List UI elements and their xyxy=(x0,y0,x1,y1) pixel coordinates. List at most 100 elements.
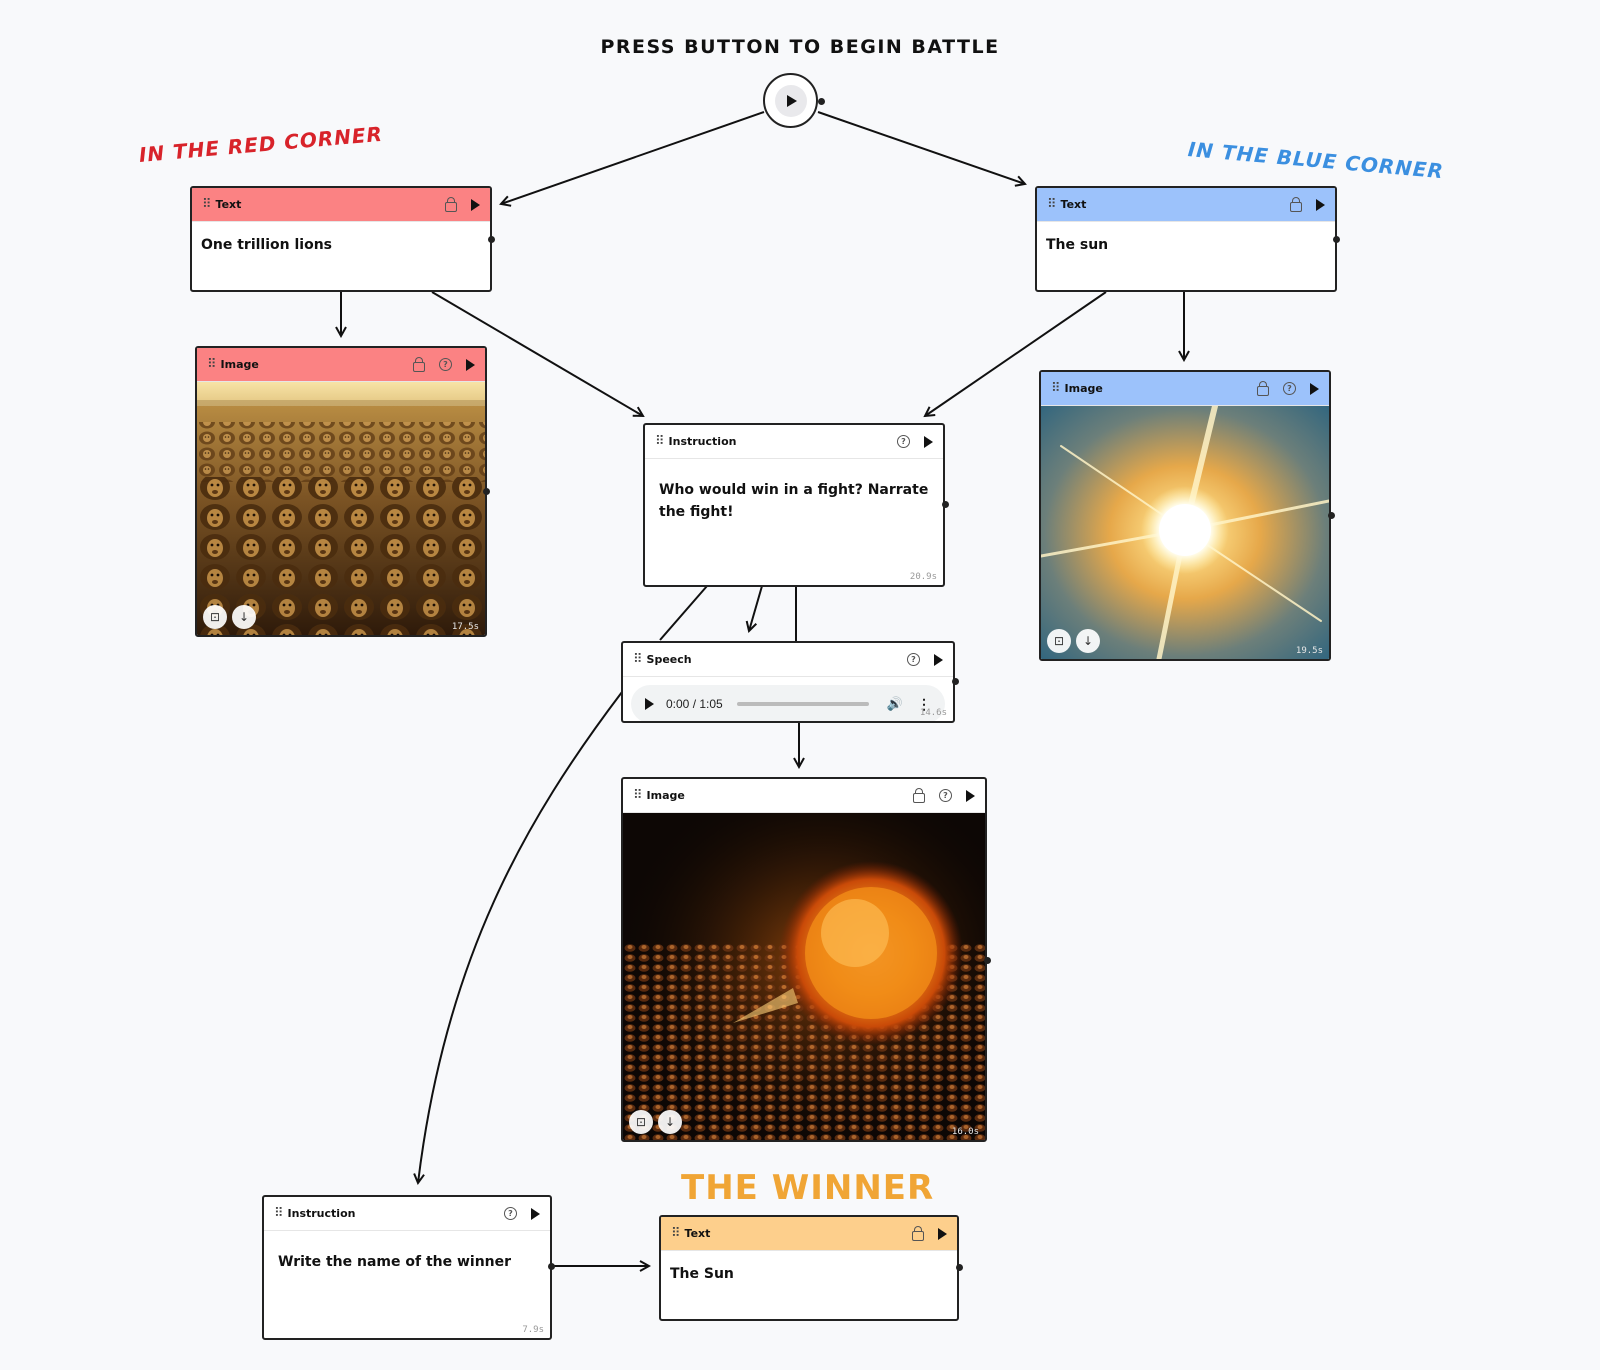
help-icon[interactable]: ? xyxy=(897,435,910,448)
run-time: 7.9s xyxy=(522,1325,544,1335)
winner-text-node[interactable]: ⠿ Text The Sun xyxy=(659,1215,959,1321)
help-icon[interactable]: ? xyxy=(907,653,920,666)
run-button[interactable] xyxy=(531,1207,540,1220)
red-text-output-port[interactable] xyxy=(488,236,495,243)
red-text-node[interactable]: ⠿ Text One trillion lions xyxy=(190,186,492,292)
lock-icon[interactable] xyxy=(413,356,425,372)
node-header: ⠿ Image ? xyxy=(1041,372,1329,406)
run-button[interactable] xyxy=(966,789,975,802)
edge-start-to-blue-text xyxy=(817,111,1025,184)
run-button[interactable] xyxy=(938,1227,947,1240)
run-time: 20.9s xyxy=(909,572,937,582)
node-header: ⠿ Text xyxy=(1037,188,1335,222)
node-content[interactable]: One trillion lions xyxy=(201,237,333,253)
drag-handle-icon[interactable]: ⠿ xyxy=(1051,381,1060,396)
red-image-output-port[interactable] xyxy=(483,488,490,495)
speech-node[interactable]: ⠿ Speech ? 0:00 / 1:05 🔊 ⋮ 14.6s xyxy=(621,641,955,723)
run-button[interactable] xyxy=(471,198,480,211)
run-button[interactable] xyxy=(934,653,943,666)
blue-image-node[interactable]: ⠿ Image ? xyxy=(1039,370,1331,661)
lock-icon[interactable] xyxy=(913,787,925,803)
edge-blue-text-to-instruction xyxy=(925,291,1107,416)
node-type-label: Image xyxy=(220,358,259,371)
node-content[interactable]: The sun xyxy=(1046,237,1109,253)
drag-handle-icon[interactable]: ⠿ xyxy=(633,652,642,667)
node-type-label: Text xyxy=(215,198,242,211)
red-image-node[interactable]: ⠿ Image ? xyxy=(195,346,487,637)
help-icon[interactable]: ? xyxy=(439,358,452,371)
edge-instruction-to-instruction-winner xyxy=(418,585,708,1183)
play-icon xyxy=(531,1207,540,1220)
image-edit-icon[interactable]: ⊡ xyxy=(203,605,227,629)
node-header: ⠿ Image ? xyxy=(623,779,985,813)
play-icon xyxy=(774,84,807,117)
node-type-label: Instruction xyxy=(668,435,737,448)
play-icon xyxy=(1316,198,1325,211)
run-time: 17.5s xyxy=(451,622,479,632)
start-output-port[interactable] xyxy=(818,98,825,105)
instruction-winner-node[interactable]: ⠿ Instruction ? Write the name of the wi… xyxy=(262,1195,552,1340)
node-content[interactable]: Who would win in a fight? Narrate the fi… xyxy=(659,482,929,520)
audio-play-button[interactable] xyxy=(645,698,654,710)
node-header: ⠿ Image ? xyxy=(197,348,485,382)
winner-text-output-port[interactable] xyxy=(956,1264,963,1271)
image-edit-icon[interactable]: ⊡ xyxy=(1047,629,1071,653)
help-icon[interactable]: ? xyxy=(939,789,952,802)
play-icon xyxy=(466,358,475,371)
drag-handle-icon[interactable]: ⠿ xyxy=(202,197,211,212)
drag-handle-icon[interactable]: ⠿ xyxy=(655,434,664,449)
run-time: 14.6s xyxy=(919,708,947,718)
lock-icon[interactable] xyxy=(1257,380,1269,396)
play-icon xyxy=(966,789,975,802)
more-vertical-icon[interactable]: ⋮ xyxy=(917,695,931,712)
drag-handle-icon[interactable]: ⠿ xyxy=(1047,197,1056,212)
lock-icon[interactable] xyxy=(445,196,457,212)
instruction-fight-output-port[interactable] xyxy=(942,501,949,508)
lock-icon[interactable] xyxy=(1290,196,1302,212)
node-type-label: Image xyxy=(646,789,685,802)
drag-handle-icon[interactable]: ⠿ xyxy=(274,1206,283,1221)
page-title: PRESS BUTTON TO BEGIN BATTLE xyxy=(600,36,1000,58)
audio-player[interactable]: 0:00 / 1:05 🔊 ⋮ xyxy=(631,685,945,721)
drag-handle-icon[interactable]: ⠿ xyxy=(633,788,642,803)
instruction-fight-node[interactable]: ⠿ Instruction ? Who would win in a fight… xyxy=(643,423,945,587)
node-content[interactable]: The Sun xyxy=(670,1266,734,1282)
image-edit-icon[interactable]: ⊡ xyxy=(629,1110,653,1134)
blue-image-output-port[interactable] xyxy=(1328,512,1335,519)
battle-image: ⊡ ↓ 16.0s xyxy=(623,813,985,1140)
download-icon[interactable]: ↓ xyxy=(658,1110,682,1134)
help-icon[interactable]: ? xyxy=(504,1207,517,1220)
run-button[interactable] xyxy=(924,435,933,448)
run-time: 16.0s xyxy=(951,1127,979,1137)
instruction-winner-output-port[interactable] xyxy=(548,1263,555,1270)
battle-image-output-port[interactable] xyxy=(984,957,991,964)
help-icon[interactable]: ? xyxy=(1283,382,1296,395)
run-button[interactable] xyxy=(1316,198,1325,211)
blue-text-node[interactable]: ⠿ Text The sun xyxy=(1035,186,1337,292)
battle-image-node[interactable]: ⠿ Image ? xyxy=(621,777,987,1142)
edge-start-to-red-text xyxy=(501,111,765,204)
battle-image-art xyxy=(623,813,985,1140)
edge-red-text-to-instruction xyxy=(431,291,643,416)
download-icon[interactable]: ↓ xyxy=(232,605,256,629)
play-icon xyxy=(471,198,480,211)
edge-instruction-to-speech xyxy=(749,585,763,631)
download-icon[interactable]: ↓ xyxy=(1076,629,1100,653)
volume-icon[interactable]: 🔊 xyxy=(886,696,903,711)
lions-image-art xyxy=(197,382,485,635)
lock-icon[interactable] xyxy=(912,1225,924,1241)
start-button[interactable] xyxy=(763,73,818,128)
blue-text-output-port[interactable] xyxy=(1333,236,1340,243)
drag-handle-icon[interactable]: ⠿ xyxy=(207,357,216,372)
play-icon xyxy=(924,435,933,448)
node-content[interactable]: Write the name of the winner xyxy=(278,1254,512,1270)
node-type-label: Speech xyxy=(646,653,692,666)
speech-output-port[interactable] xyxy=(952,678,959,685)
drag-handle-icon[interactable]: ⠿ xyxy=(671,1226,680,1241)
node-header: ⠿ Instruction ? xyxy=(264,1197,550,1231)
audio-progress-bar[interactable] xyxy=(736,702,869,706)
run-button[interactable] xyxy=(466,358,475,371)
run-button[interactable] xyxy=(1310,382,1319,395)
